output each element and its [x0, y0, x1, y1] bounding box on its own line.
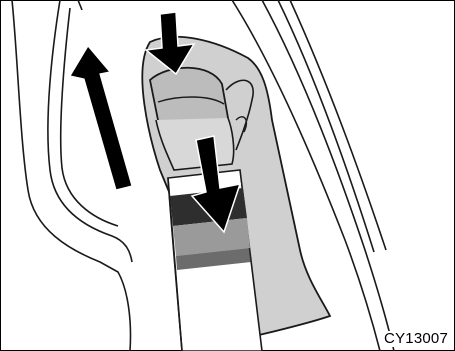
arrow-up-icon	[70, 46, 132, 190]
figure-code-label: CY13007	[383, 331, 449, 347]
